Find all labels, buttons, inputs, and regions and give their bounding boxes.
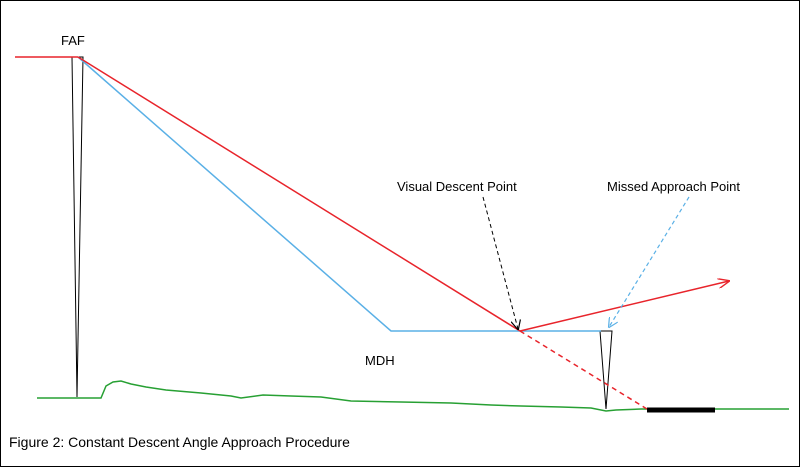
faf-marker	[71, 56, 84, 398]
figure-caption: Figure 2: Constant Descent Angle Approac…	[9, 434, 350, 450]
map-marker	[599, 330, 613, 410]
vdp-pointer	[482, 196, 518, 329]
mdh-label: MDH	[365, 353, 395, 368]
constant-descent-path	[77, 56, 521, 332]
missed-approach-climb	[519, 281, 729, 332]
terrain-line	[37, 380, 789, 412]
descent-continuation-dashed	[519, 330, 648, 410]
faf-label: FAF	[61, 33, 85, 48]
vdp-label: Visual Descent Point	[397, 179, 517, 194]
step-down-path	[77, 56, 601, 332]
map-pointer	[609, 196, 690, 327]
map-label: Missed Approach Point	[607, 179, 740, 194]
